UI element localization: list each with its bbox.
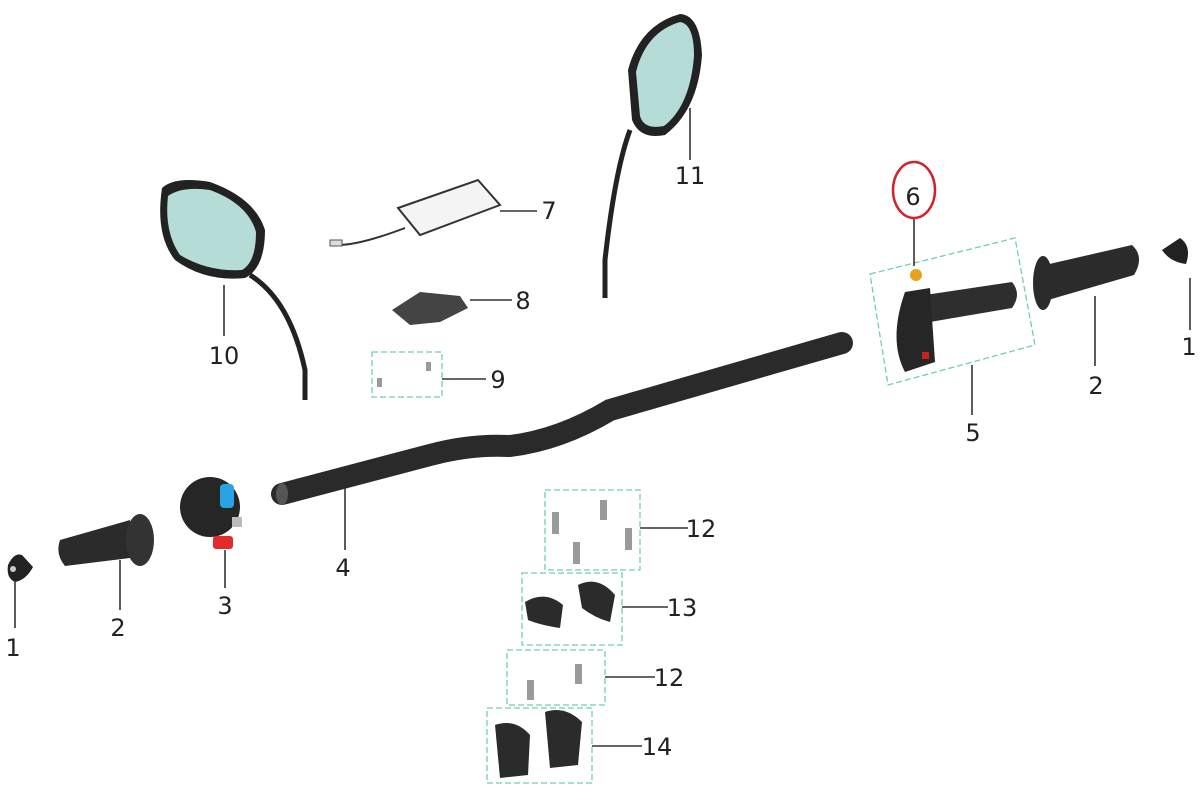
throttle-part-5[interactable] (896, 282, 1018, 372)
left-switch-part-3[interactable] (180, 477, 242, 549)
handlebar[interactable] (271, 332, 853, 505)
part-6-cap[interactable] (910, 269, 922, 281)
left-bar-end-part-1[interactable] (7, 554, 33, 582)
callout-12-top[interactable]: 12 (686, 515, 717, 543)
callout-3[interactable]: 3 (217, 592, 232, 620)
bracket-part-8[interactable] (392, 292, 468, 325)
leader-lines (14, 108, 1191, 747)
right-bar-end-part-1[interactable] (1162, 238, 1188, 264)
callout-8[interactable]: 8 (515, 287, 530, 315)
callout-1-right[interactable]: 1 (1181, 333, 1196, 361)
group-box-13 (521, 572, 623, 646)
callout-5[interactable]: 5 (965, 419, 980, 447)
callout-2-left[interactable]: 2 (110, 614, 125, 642)
callout-6[interactable]: 6 (905, 183, 920, 211)
right-mirror[interactable] (602, 14, 702, 298)
callout-7[interactable]: 7 (541, 197, 556, 225)
callout-11[interactable]: 11 (675, 162, 706, 190)
callout-13[interactable]: 13 (667, 594, 698, 622)
module-part-7[interactable] (329, 178, 502, 247)
callout-1-left[interactable]: 1 (5, 634, 20, 662)
callout-14[interactable]: 14 (642, 733, 673, 761)
group-box-12-top (544, 489, 641, 571)
right-grip-part-2[interactable] (1033, 245, 1140, 310)
callout-12-bottom[interactable]: 12 (654, 664, 685, 692)
group-box-9 (371, 351, 443, 398)
highlight-circle (891, 160, 937, 220)
group-box-5 (869, 237, 1036, 386)
left-mirror[interactable] (160, 180, 308, 400)
callout-2-right[interactable]: 2 (1088, 372, 1103, 400)
group-box-12-bottom (506, 649, 606, 706)
callout-4[interactable]: 4 (335, 554, 350, 582)
callout-9[interactable]: 9 (490, 366, 505, 394)
callout-10[interactable]: 10 (209, 342, 240, 370)
left-grip-part-2[interactable] (58, 514, 154, 566)
